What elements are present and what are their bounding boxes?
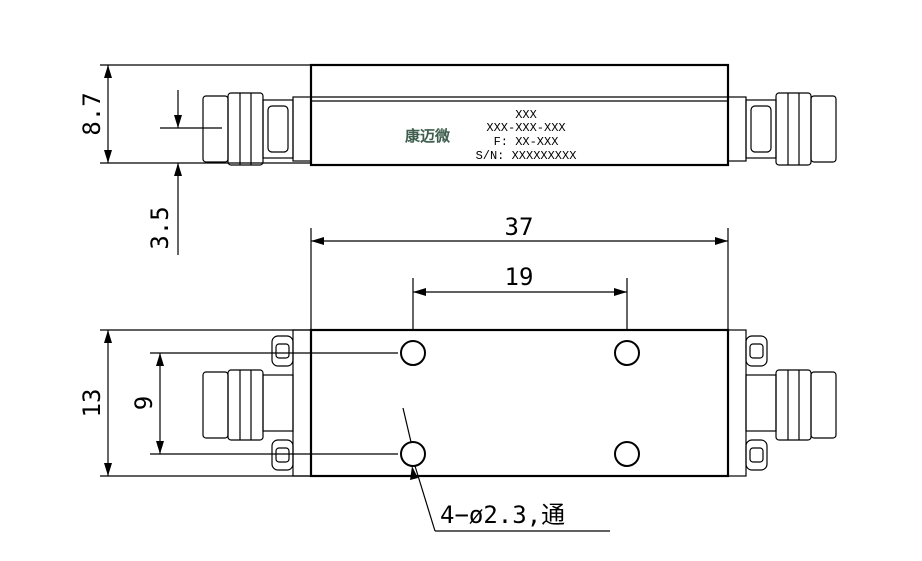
mounting-hole: [614, 340, 640, 366]
logo-text: 康迈微: [405, 127, 451, 145]
hole-callout: 4−ø2.3,通: [402, 407, 610, 532]
dim-height-8-7: 8.7: [78, 64, 311, 164]
dim-text-8-7: 8.7: [78, 92, 106, 135]
bottom-right-connector: [727, 329, 837, 477]
dim-width-13: 13: [78, 329, 311, 477]
hole-callout-text: 4−ø2.3,通: [440, 501, 565, 529]
dim-text-9: 9: [130, 396, 158, 410]
bottom-view: 13 9 4−ø2.3,通: [78, 328, 837, 532]
dim-text-3-5: 3.5: [146, 206, 174, 249]
dim-text-19: 19: [505, 263, 534, 291]
dim-hole-spacing-9: 9: [130, 352, 398, 455]
mounting-hole: [400, 441, 426, 467]
top-right-connector: [727, 92, 837, 166]
label-line-2: XXX-XXX-XXX: [486, 121, 565, 135]
label-line-1: XXX: [515, 108, 537, 122]
mounting-hole: [400, 340, 426, 366]
dim-text-13: 13: [78, 389, 106, 418]
dim-text-37: 37: [505, 213, 534, 241]
mounting-hole: [614, 441, 640, 467]
dim-hole-spacing-19: 19: [412, 263, 628, 330]
label-line-3: F: XX-XXX: [494, 135, 559, 149]
label-line-4: S/N: XXXXXXXXX: [476, 149, 577, 163]
top-view: 康迈微 XXX XXX-XXX-XXX F: XX-XXX S/N: XXXXX…: [78, 63, 837, 255]
dim-offset-3-5: 3.5: [146, 90, 222, 255]
dim-length-37: 37: [310, 213, 729, 330]
top-left-connector: [202, 92, 312, 166]
